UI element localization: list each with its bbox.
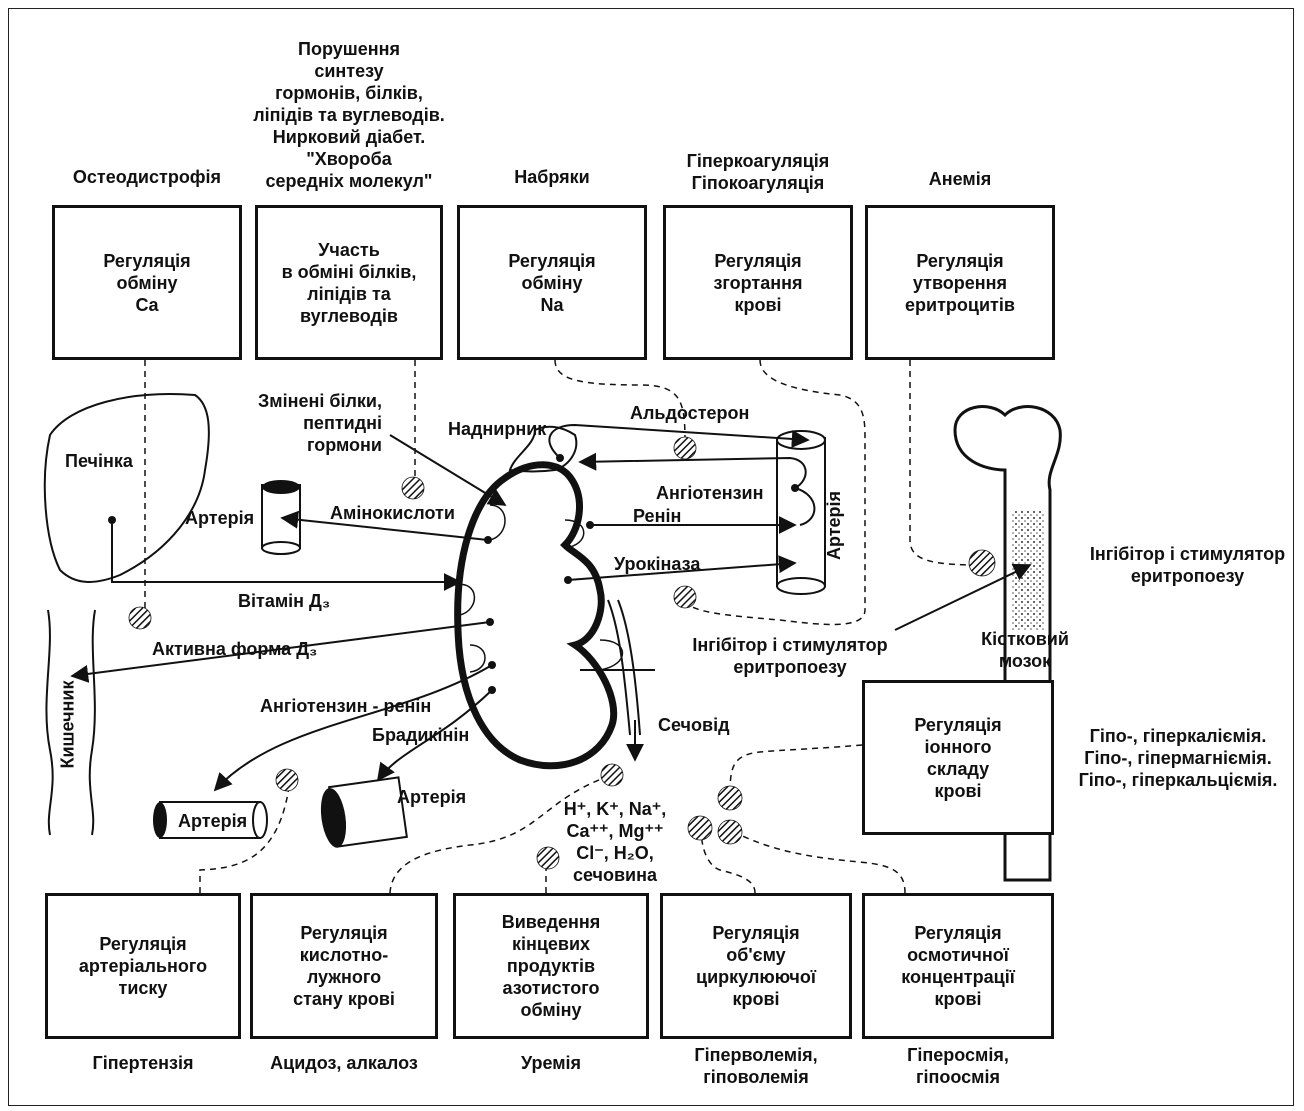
box-nitrogen-excretion: Виведення кінцевих продуктів азотистого … bbox=[453, 893, 649, 1039]
label-erythropoiesis-right: Інгібітор і стимулятор еритропоезу bbox=[1089, 544, 1286, 586]
outcome-synthesis-disorders: Порушення синтезу гормонів, білків, ліпі… bbox=[253, 39, 445, 191]
outcome-uremia: Уремія bbox=[520, 1053, 582, 1073]
box-coagulation: Регуляція згортання крові bbox=[663, 205, 853, 360]
box-blood-pressure: Регуляція артеріального тиску bbox=[45, 893, 241, 1039]
outcome-volemia: Гіперволемія, гіповолемія bbox=[694, 1045, 818, 1087]
box-erythrocytes: Регуляція утворення еритроцитів bbox=[865, 205, 1055, 360]
outcome-edema: Набряки bbox=[514, 167, 590, 187]
outcome-coagulation: Гіперкоагуляція Гіпокоагуляція bbox=[686, 151, 830, 193]
label-ureter: Сечовід bbox=[658, 715, 730, 735]
outcome-osteodystrophy: Остеодистрофія bbox=[72, 167, 222, 187]
box-blood-volume: Регуляція об'єму циркулюючої крові bbox=[660, 893, 852, 1039]
outcome-anemia: Анемія bbox=[928, 169, 992, 189]
box-na-regulation: Регуляція обміну Na bbox=[457, 205, 647, 360]
label-bradykinin: Брадикінін bbox=[372, 725, 470, 745]
label-active-d3: Активна форма Д₃ bbox=[152, 639, 318, 659]
label-changed-proteins: Змінені білки, пептидні гормони bbox=[258, 391, 382, 455]
box-ca-regulation: Регуляція обміну Ca bbox=[52, 205, 242, 360]
intestine-shape bbox=[45, 609, 96, 836]
label-artery-bottom2: Артерія bbox=[397, 787, 467, 807]
kidney-shape bbox=[454, 461, 618, 770]
box-osmotic: Регуляція осмотичної концентрації крові bbox=[862, 893, 1054, 1039]
label-urokinase: Урокіназа bbox=[614, 554, 701, 574]
outcome-acidosis: Ацидоз, алкалоз bbox=[270, 1053, 418, 1073]
liver-shape bbox=[43, 393, 210, 583]
label-bone-marrow: Кістковий мозок bbox=[981, 629, 1069, 671]
label-vitamin-d3: Вітамін Д₃ bbox=[238, 591, 331, 611]
label-artery-left: Артерія bbox=[185, 508, 255, 528]
bone-shape bbox=[953, 405, 1062, 882]
box-acid-base: Регуляція кислотно- лужного стану крові bbox=[250, 893, 438, 1039]
label-amino-acids: Амінокислоти bbox=[330, 503, 455, 523]
outcome-electrolytes: Гіпо-, гіперкаліємія. Гіпо-, гіпермагніє… bbox=[1078, 726, 1278, 790]
label-artery-bottom1: Артерія bbox=[178, 811, 248, 831]
outcome-osmia: Гіперосмія, гіпоосмія bbox=[907, 1045, 1009, 1087]
label-adrenal: Наднирник bbox=[448, 419, 547, 439]
label-ions: H⁺, K⁺, Na⁺, Ca⁺⁺, Mg⁺⁺ Cl⁻, H₂O, сечови… bbox=[563, 799, 667, 885]
label-intestine: Кишечник bbox=[57, 680, 78, 769]
label-angiotensin: Ангіотензин bbox=[656, 483, 764, 503]
label-aldosterone: Альдостерон bbox=[630, 403, 750, 423]
box-protein-lipid-carb: Участь в обміні білків, ліпідів та вугле… bbox=[255, 205, 443, 360]
adrenal-gland bbox=[508, 425, 578, 473]
figure-frame bbox=[8, 8, 1294, 1106]
label-erythropoiesis-center: Інгібітор і стимулятор еритропоезу bbox=[692, 635, 888, 677]
ureter bbox=[607, 599, 641, 736]
label-renin: Ренін bbox=[633, 506, 682, 526]
label-angiotensin-renin: Ангіотензин - ренін bbox=[260, 696, 432, 716]
label-artery-right: Артерія bbox=[824, 490, 845, 561]
outcome-hypertension: Гіпертензія bbox=[92, 1053, 194, 1073]
box-ion-composition: Регуляція іонного складу крові bbox=[862, 680, 1054, 835]
label-liver: Печінка bbox=[65, 451, 133, 471]
